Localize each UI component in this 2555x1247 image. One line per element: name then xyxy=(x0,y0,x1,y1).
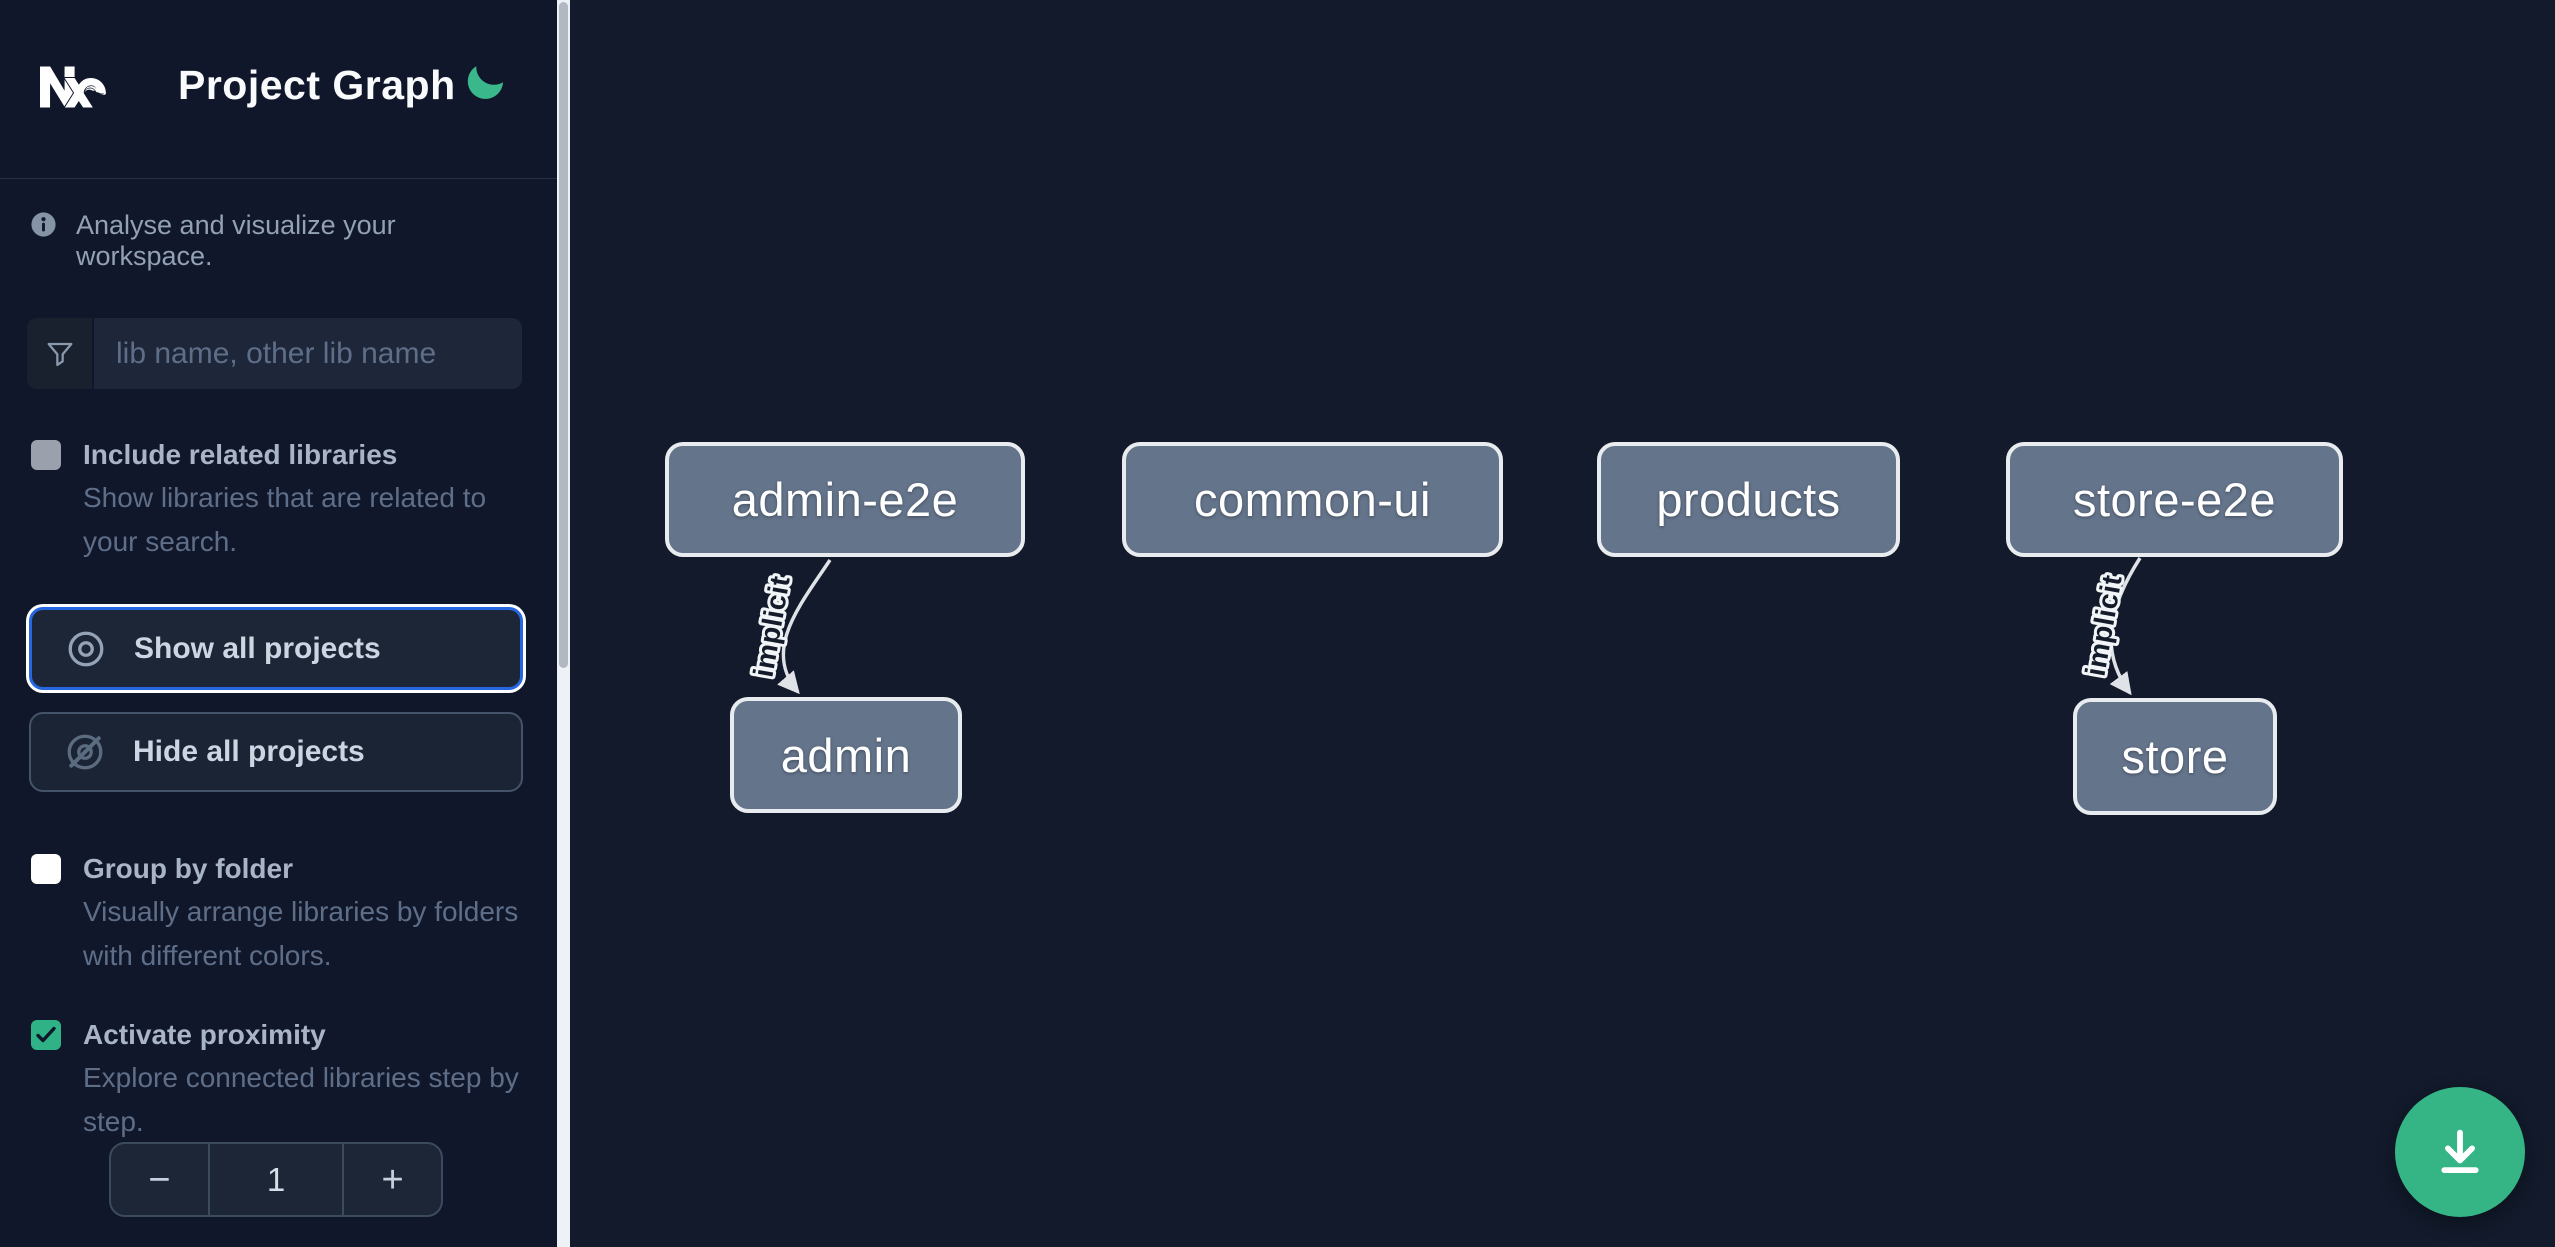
graph-node-admin[interactable]: admin xyxy=(730,697,962,813)
intro-text: Analyse and visualize your workspace. xyxy=(76,210,396,271)
search-box xyxy=(27,318,522,389)
proximity-depth-value: 1 xyxy=(207,1144,345,1215)
theme-toggle-button[interactable] xyxy=(460,58,510,108)
search-input[interactable] xyxy=(94,318,522,389)
graph-node-store[interactable]: store xyxy=(2073,698,2277,815)
page-title: Project Graph xyxy=(178,62,456,108)
proximity-depth-stepper: − 1 + xyxy=(109,1142,443,1217)
increment-button[interactable]: + xyxy=(344,1144,441,1215)
show-all-projects-label: Show all projects xyxy=(134,631,381,665)
check-icon xyxy=(36,1026,56,1043)
sidebar-scrollbar-thumb[interactable] xyxy=(559,2,568,668)
graph-edge-store-e2e-store[interactable] xyxy=(2109,557,2142,696)
moon-icon xyxy=(467,65,504,99)
eye-off-icon xyxy=(67,734,103,770)
graph-node-admin-e2e[interactable]: admin-e2e xyxy=(665,442,1025,557)
include-related-description: Show libraries that are related to your … xyxy=(83,482,487,557)
activate-proximity-description: Explore connected libraries step by step… xyxy=(83,1062,519,1137)
info-icon xyxy=(31,212,56,237)
graph-edge-admin-e2e-admin[interactable] xyxy=(777,559,832,695)
group-by-folder-label[interactable]: Group by folder xyxy=(83,853,293,884)
group-by-folder-description: Visually arrange libraries by folders wi… xyxy=(83,896,519,971)
include-related-label[interactable]: Include related libraries xyxy=(83,439,398,470)
download-graph-button[interactable] xyxy=(2395,1087,2525,1217)
header-divider xyxy=(0,178,557,179)
sidebar-header: Project Graph xyxy=(0,0,557,178)
graph-edge-label-store-e2e-store: implicit xyxy=(2080,572,2128,678)
nx-logo-icon xyxy=(40,66,106,108)
eye-icon xyxy=(68,631,104,666)
download-icon xyxy=(2441,1129,2479,1174)
decrement-button[interactable]: − xyxy=(111,1144,208,1215)
show-all-projects-button[interactable]: Show all projects xyxy=(29,607,523,690)
graph-node-products[interactable]: products xyxy=(1597,442,1900,557)
sidebar-scrollbar-track[interactable] xyxy=(557,0,570,1247)
filter-funnel-icon xyxy=(27,318,94,389)
hide-all-projects-label: Hide all projects xyxy=(133,735,365,768)
graph-node-common-ui[interactable]: common-ui xyxy=(1122,442,1503,557)
hide-all-projects-button[interactable]: Hide all projects xyxy=(29,712,523,792)
include-related-checkbox[interactable] xyxy=(31,440,61,470)
activate-proximity-checkbox[interactable] xyxy=(31,1020,61,1050)
group-by-folder-checkbox[interactable] xyxy=(31,854,61,884)
graph-node-store-e2e[interactable]: store-e2e xyxy=(2006,442,2343,557)
activate-proximity-label[interactable]: Activate proximity xyxy=(83,1019,326,1050)
sidebar: Project Graph Analyse and visualize your… xyxy=(0,0,557,1247)
